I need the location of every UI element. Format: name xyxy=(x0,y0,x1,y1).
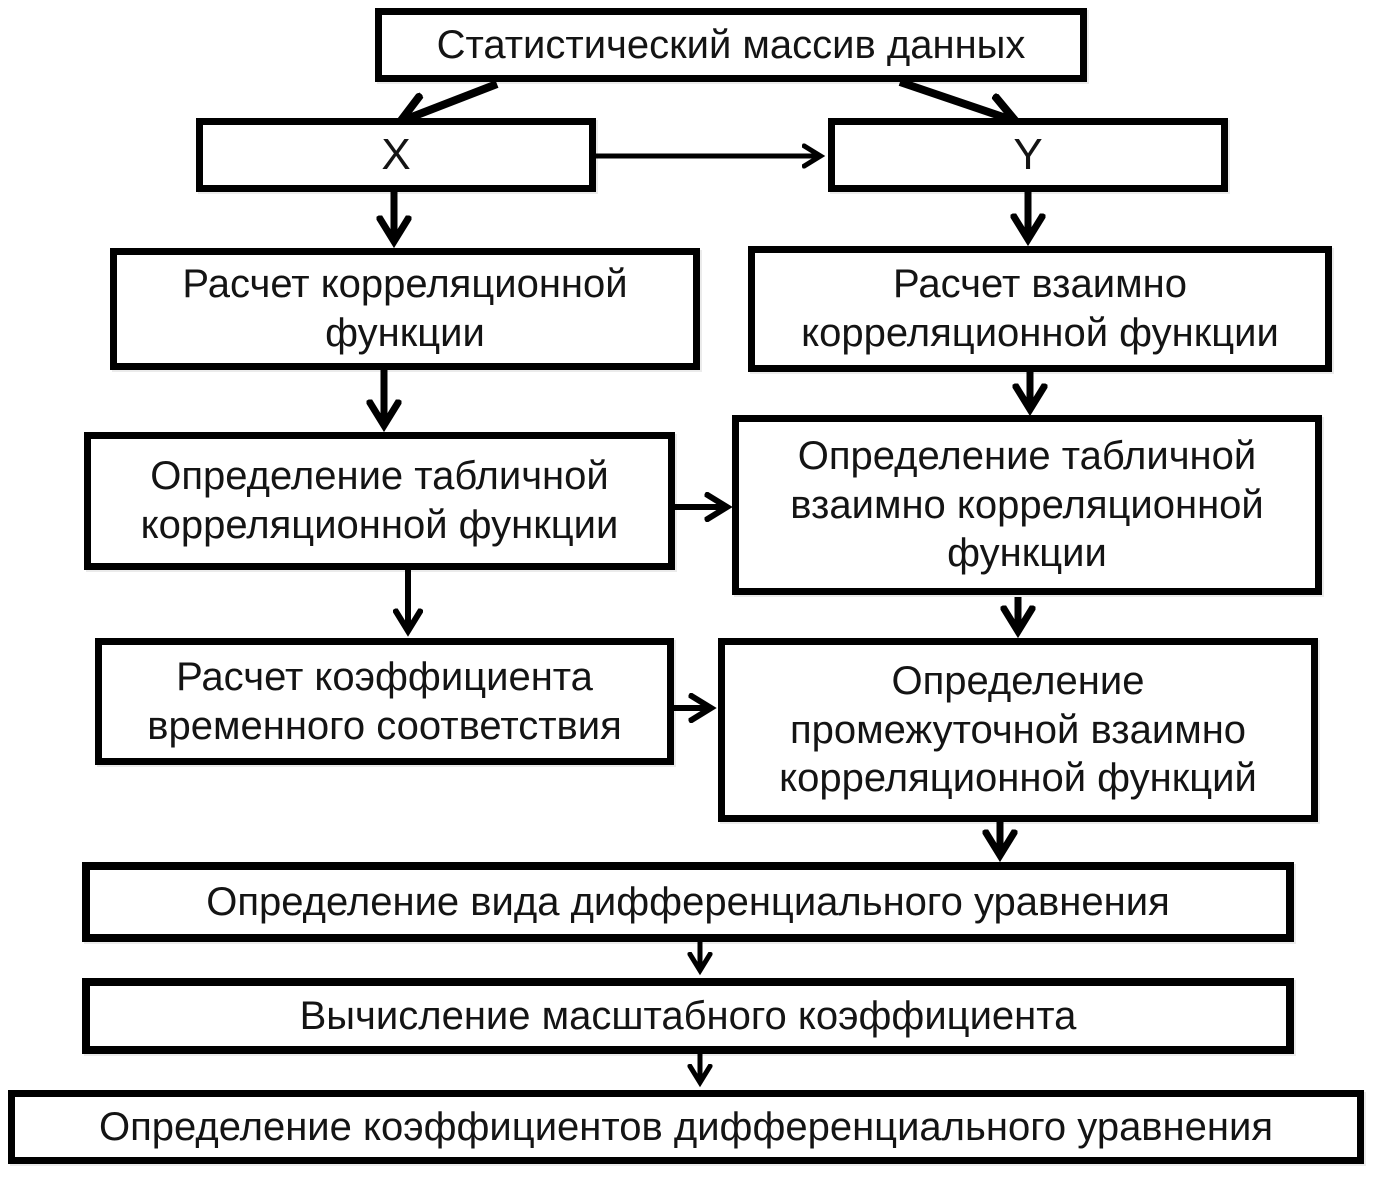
arrow-dataarray-to-x xyxy=(404,80,499,120)
node-calc-correlation-function: Расчет корреляционной функции xyxy=(110,248,700,370)
node-label: Y xyxy=(1013,130,1043,180)
node-label: Вычисление масштабного коэффициента xyxy=(299,993,1077,1038)
node-label: Определение табличной взаимно корреляцио… xyxy=(790,433,1264,576)
node-label: Статистический массив данных xyxy=(436,22,1026,67)
node-label: Определение табличной корреляционной фун… xyxy=(140,454,619,547)
node-label: Расчет взаимно корреляционной функции xyxy=(801,262,1279,355)
node-tabular-cross-correlation-function: Определение табличной взаимно корреляцио… xyxy=(732,415,1322,595)
node-label: Расчет корреляционной функции xyxy=(182,262,628,355)
node-label: Определение промежуточной взаимно коррел… xyxy=(779,658,1257,801)
node-label: Определение коэффициентов дифференциальн… xyxy=(98,1104,1273,1149)
node-y: Y xyxy=(828,118,1228,192)
node-intermediate-cross-correlation-function: Определение промежуточной взаимно коррел… xyxy=(718,638,1318,822)
node-label: Расчет коэффициента временного соответст… xyxy=(147,654,622,748)
node-differential-equation-coefficients: Определение коэффициентов дифференциальн… xyxy=(8,1090,1364,1164)
node-calc-cross-correlation-function: Расчет взаимно корреляционной функции xyxy=(748,246,1332,372)
arrow-dataarray-to-y xyxy=(898,78,1012,120)
node-x: X xyxy=(196,118,596,192)
node-scale-coefficient: Вычисление масштабного коэффициента xyxy=(82,978,1294,1054)
node-label: Определение вида дифференциального уравн… xyxy=(206,879,1170,924)
node-tabular-correlation-function: Определение табличной корреляционной фун… xyxy=(84,432,675,570)
node-statistical-data-array: Статистический массив данных xyxy=(375,8,1087,82)
node-differential-equation-type: Определение вида дифференциального уравн… xyxy=(82,862,1294,942)
node-label: X xyxy=(381,130,411,180)
node-time-correspondence-coefficient: Расчет коэффициента временного соответст… xyxy=(95,638,674,765)
